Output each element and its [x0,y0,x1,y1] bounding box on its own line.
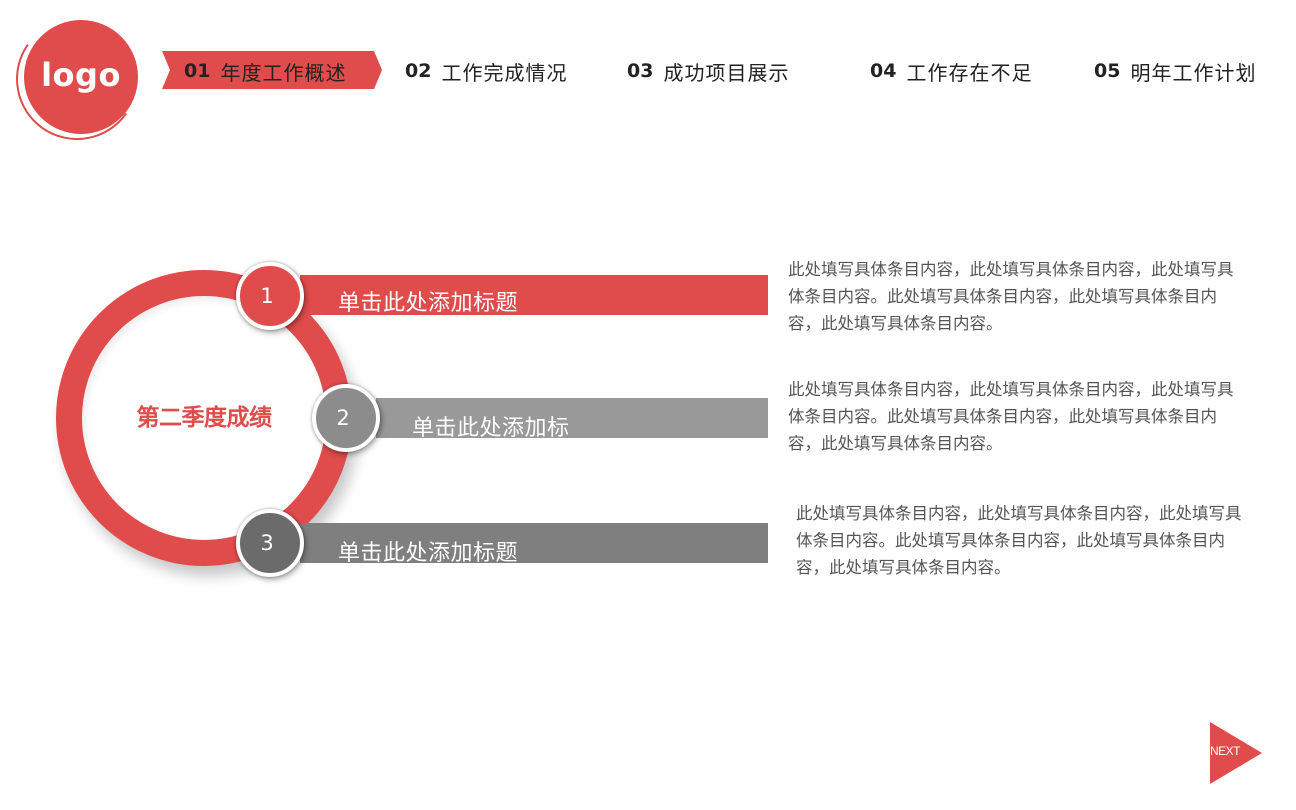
nav-item-number: 02 [405,60,432,82]
item-3-description: 此处填写具体条目内容，此处填写具体条目内容，此处填写具体条目内容。此处填写具体条… [796,504,1242,577]
item-3-title[interactable]: 单击此处添加标题 [338,541,519,566]
nav-item-work-completion[interactable]: 02 工作完成情况 [405,52,567,90]
item-3-number-badge: 3 [236,509,304,577]
item-1-description: 此处填写具体条目内容，此处填写具体条目内容，此处填写具体条目内容。此处填写具体条… [788,260,1234,333]
item-2-number: 2 [336,406,350,430]
item-3-number: 3 [260,531,274,555]
item-2-title[interactable]: 单击此处添加标 [412,416,570,441]
nav-item-number: 05 [1094,60,1121,82]
nav-item-label: 明年工作计划 [1130,60,1257,85]
nav-item-shortcomings[interactable]: 04 工作存在不足 [870,52,1032,90]
item-2-bar [376,398,768,438]
nav-item-next-year-plan[interactable]: 05 明年工作计划 [1094,52,1256,90]
item-1-bar [300,275,768,315]
item-2-number-badge: 2 [312,384,380,452]
nav-active-tab-background [162,51,382,89]
logo: logo [6,8,148,150]
nav-item-number: 04 [870,60,897,82]
next-button-label: NEXT [1210,744,1241,758]
logo-circle: logo [24,20,138,134]
nav-item-label: 成功项目展示 [663,60,790,85]
nav-item-label: 工作存在不足 [906,60,1033,85]
item-1-number-badge: 1 [236,262,304,330]
item-1-number: 1 [260,284,274,308]
nav-item-label: 年度工作概述 [220,60,347,85]
nav-item-annual-overview[interactable]: 01 年度工作概述 [184,52,346,90]
next-button[interactable]: NEXT [1208,722,1266,784]
logo-text: logo [41,56,121,94]
play-triangle-icon [1210,722,1262,784]
nav-item-number: 01 [184,60,211,82]
nav-item-number: 03 [627,60,654,82]
item-2-description: 此处填写具体条目内容，此处填写具体条目内容，此处填写具体条目内容。此处填写具体条… [788,380,1234,453]
ring-caption: 第二季度成绩 [136,405,273,431]
item-3-bar [300,523,768,563]
nav-item-label: 工作完成情况 [441,60,568,85]
nav-item-project-showcase[interactable]: 03 成功项目展示 [627,52,789,90]
item-1-title[interactable]: 单击此处添加标题 [338,291,519,316]
